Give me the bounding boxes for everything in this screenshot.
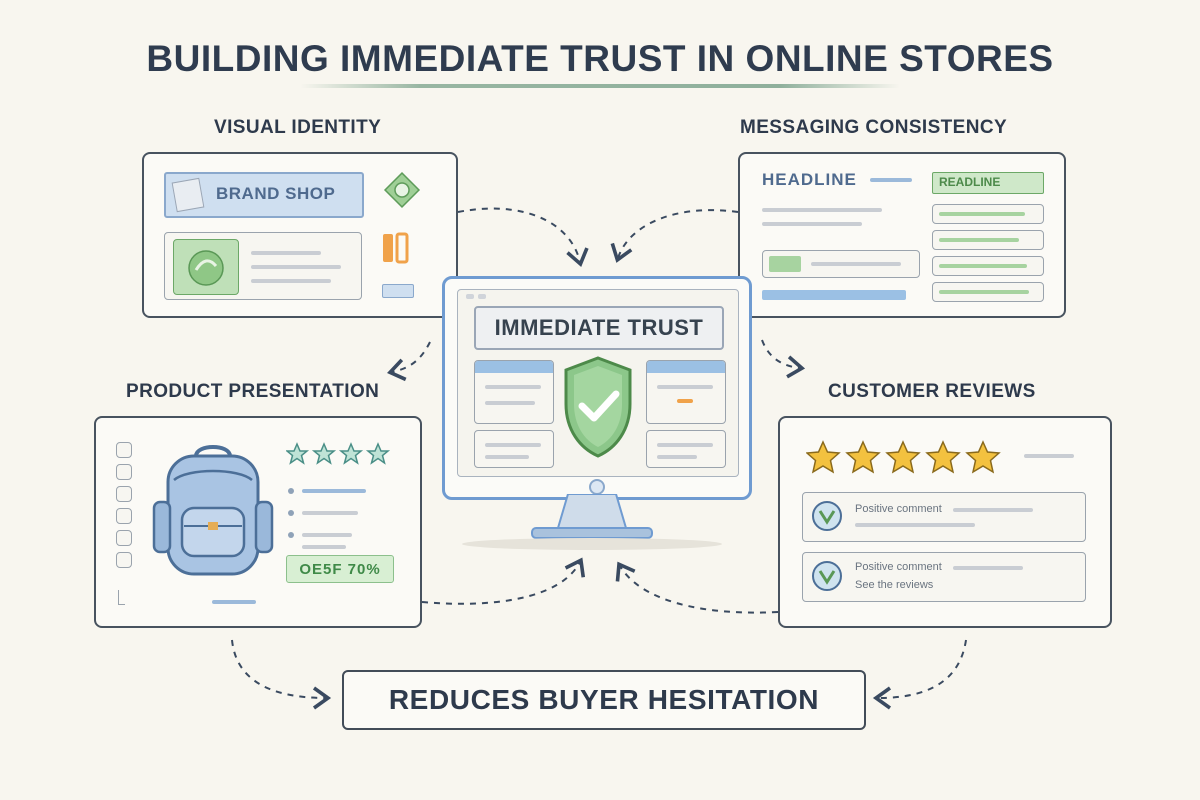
messaging-consistency-panel: HEADLINE READLINE — [738, 152, 1066, 318]
color-swatch-icon — [383, 232, 409, 264]
arrow-visual-to-product — [387, 341, 431, 382]
messaging-consistency-heading: MESSAGING CONSISTENCY — [740, 117, 1008, 138]
arrow-product-to-center — [421, 557, 586, 605]
review-text: Positive comment — [855, 561, 942, 573]
visual-identity-heading: VISUAL IDENTITY — [214, 117, 382, 138]
arrow-product-to-outcome — [231, 639, 332, 710]
reviewer-avatar-icon — [812, 501, 842, 531]
message-row — [932, 256, 1044, 276]
page-title: BUILDING IMMEDIATE TRUST IN ONLINE STORE… — [146, 38, 1054, 79]
monitor-stand — [462, 494, 722, 550]
product-presentation-panel — [94, 416, 422, 628]
logo-badge — [173, 239, 239, 295]
message-row — [932, 204, 1044, 224]
arrow-reviews-to-center — [615, 561, 779, 614]
brand-label: BRAND SHOP — [216, 184, 336, 203]
message-footer-bar — [762, 290, 906, 300]
leaf-logo-icon — [188, 250, 224, 286]
reviewer-avatar-icon — [812, 561, 842, 591]
visual-identity-panel: BRAND SHOP — [142, 152, 458, 318]
screen-card-right-lower — [646, 430, 726, 468]
discount-tag: OE5F 70% — [286, 555, 394, 583]
monitor-screen: IMMEDIATE TRUST — [457, 289, 739, 477]
thumbnail-strip — [116, 442, 132, 568]
arrow-messaging-to-center — [610, 209, 739, 263]
message-row — [932, 282, 1044, 302]
monitor: IMMEDIATE TRUST — [442, 276, 752, 500]
review-text: Positive comment — [855, 503, 942, 515]
identity-card — [164, 232, 362, 300]
backpack-icon — [152, 445, 274, 576]
arrow-reviews-to-outcome — [872, 639, 967, 710]
customer-reviews-heading: CUSTOMER REVIEWS — [828, 381, 1036, 402]
product-presentation-heading: PRODUCT PRESENTATION — [126, 381, 380, 402]
outcome-box: REDUCES BUYER HESITATION — [342, 670, 866, 730]
brand-logo-icon — [171, 177, 205, 213]
message-row — [932, 230, 1044, 250]
monitor-power-button — [589, 479, 605, 495]
screen-card-left — [474, 360, 554, 424]
message-badge: READLINE — [932, 172, 1044, 194]
star-outline-icons — [284, 442, 391, 465]
headline-label: HEADLINE — [762, 170, 857, 189]
trust-banner: IMMEDIATE TRUST — [474, 306, 724, 350]
screen-card-left-lower — [474, 430, 554, 468]
review-card: Positive comment — [802, 492, 1086, 542]
center-label: IMMEDIATE TRUST — [494, 315, 704, 340]
title-underline — [300, 84, 900, 88]
message-card — [762, 250, 920, 278]
font-sample-icon — [382, 284, 414, 298]
arrow-messaging-to-reviews — [761, 339, 806, 379]
brand-banner: BRAND SHOP — [164, 172, 364, 218]
rating-stars — [284, 442, 396, 471]
arrow-visual-to-center — [457, 207, 589, 267]
five-star-rating-icons — [806, 440, 1001, 474]
review-card: Positive comment See the reviews — [802, 552, 1086, 602]
shield-check-icon — [564, 356, 632, 458]
customer-reviews-panel: Positive comment Positive comment See th… — [778, 416, 1112, 628]
screen-card-right — [646, 360, 726, 424]
review-subtext: See the reviews — [855, 579, 934, 591]
emblem-icon — [383, 171, 421, 209]
